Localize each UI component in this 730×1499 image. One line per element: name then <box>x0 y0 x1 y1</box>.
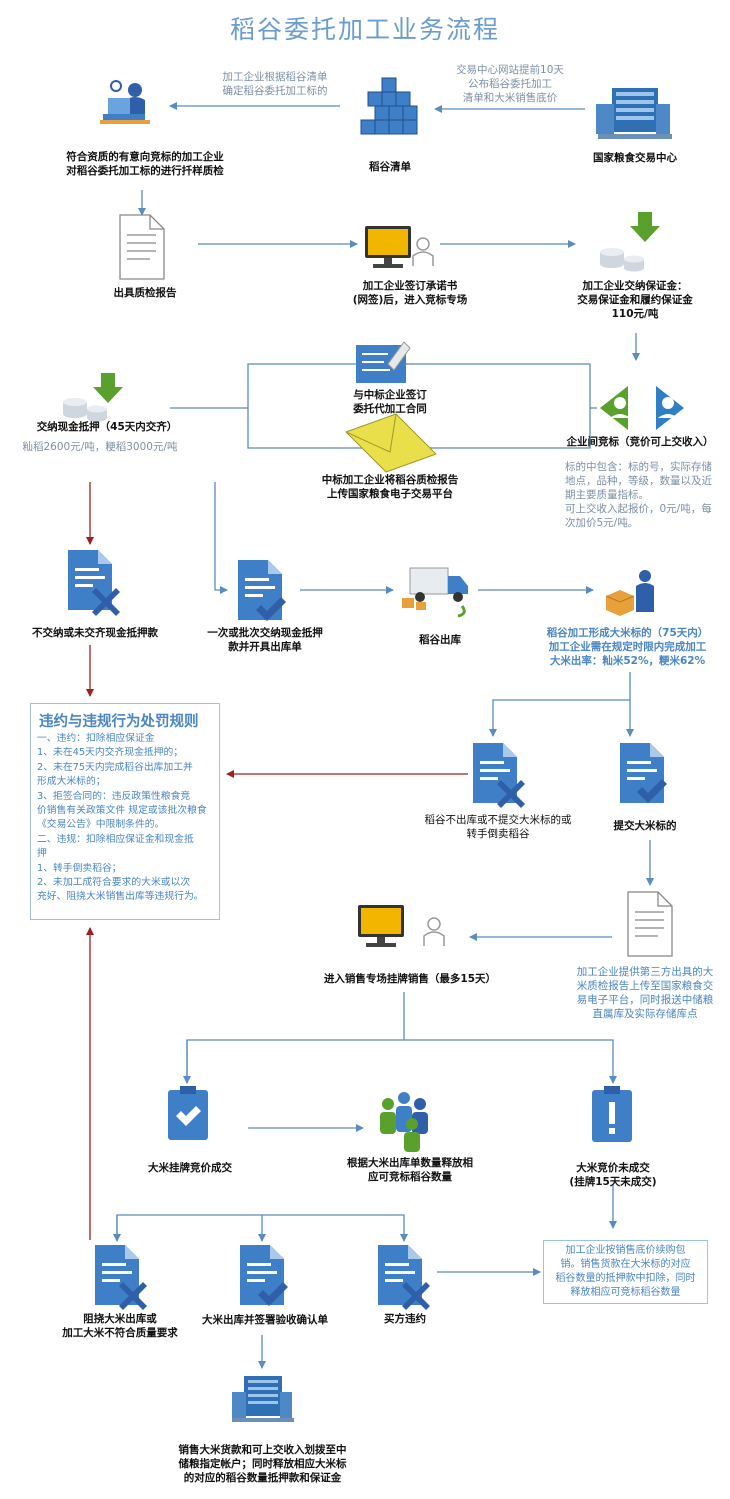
promise-label: 加工企业签订承诺书 (网签)后，进入竞标专场 <box>352 280 468 306</box>
confirm-label: 大米出库并签署验收确认单 <box>202 1314 328 1326</box>
sale-label: 进入销售专场挂牌销售（最多15天） <box>323 973 497 985</box>
nodeal-label: 大米竞价未成交 (挂牌15天未成交) <box>569 1162 657 1188</box>
final-building-icon <box>232 1376 294 1422</box>
penalty-rules-body: 一、违约：扣除相应保证金 1、未在45天内交齐现金抵押的； 2、未在75天内完成… <box>37 733 207 903</box>
deposit-coins-icon <box>600 212 660 272</box>
penalty-rules-box: 违约与违规行为处罚规则 一、违约：扣除相应保证金 1、未在45天内交齐现金抵押的… <box>30 703 220 920</box>
contract-label: 与中标企业签订 委托代加工合同 <box>353 389 427 415</box>
bidding-icon <box>600 386 684 430</box>
paid-label: 一次或批次交纳现金抵押 款并开具出库单 <box>207 627 323 653</box>
report-label: 出具质检报告 <box>113 287 177 299</box>
inspector-icon <box>100 80 150 124</box>
submit-label: 提交大米标的 <box>613 820 677 832</box>
upload-label: 中标加工企业将稻谷质检报告 上传国家粮食电子交易平台 <box>321 474 459 500</box>
sale-monitor-icon <box>358 905 445 947</box>
contract-icon <box>356 341 411 383</box>
bidding-label: 企业间竞标（竞价可上交收入） <box>566 436 714 448</box>
clipboard-check-icon <box>168 1086 208 1140</box>
grain-list-cubes-icon <box>360 77 418 135</box>
notsubmit-doc-icon <box>473 743 525 808</box>
cash-coins-icon <box>63 373 123 422</box>
third-party-report-icon <box>627 891 673 957</box>
buyerbreach-doc-icon <box>378 1245 430 1310</box>
confirm-doc-icon <box>240 1245 288 1306</box>
grain-center-building-icon <box>596 88 672 139</box>
page-title: 稻谷委托加工业务流程 <box>229 15 500 44</box>
obstruct-doc-icon <box>95 1245 147 1310</box>
online-signing-icon <box>365 226 434 268</box>
bid-note: 标的中包含：标的号，实际存储 地点，品种，等级，数量以及近 期主要质量指标。 可… <box>565 461 712 529</box>
deposit-label: 加工企业交纳保证金： 交易保证金和履约保证金 110元/吨 <box>577 280 693 320</box>
publish-note: 交易中心网站提前10天 公布稻谷委托加工 清单和大米销售底价 <box>456 64 564 104</box>
exclamation-icon <box>592 1086 632 1142</box>
buyback-note: 加工企业按销售底价续购包 销。销售货款在大米标的对应 稻谷数量的抵押款中扣除，同… <box>543 1240 708 1304</box>
nopay-label: 不交纳或未交齐现金抵押款 <box>32 627 158 639</box>
quality-report-icon <box>119 214 165 280</box>
cash-price: 籼稻2600元/吨，粳稻3000元/吨 <box>22 441 178 453</box>
paid-doc-icon <box>238 560 286 621</box>
envelope-icon <box>345 413 437 473</box>
truck-icon <box>402 567 468 618</box>
inspect-label: 符合资质的有意向竞标的加工企业 对稻谷委托加工标的进行扦样质检 <box>66 151 224 177</box>
people-group-icon <box>380 1092 428 1152</box>
list-label: 稻谷清单 <box>369 161 411 173</box>
out-label: 稻谷出库 <box>419 634 461 646</box>
cash-label: 交纳现金抵押（45天内交齐） <box>36 421 178 433</box>
penalty-rules-heading: 违约与违规行为处罚规则 <box>39 714 199 730</box>
submit-doc-icon <box>620 743 667 803</box>
final-label: 销售大米货款和可上交收入划拨至中 储粮指定帐户；同时释放相应大米标 的对应的稻谷… <box>178 1444 347 1484</box>
packing-worker-icon <box>605 570 654 616</box>
buyerbreach-label: 买方违约 <box>384 1313 426 1325</box>
select-note: 加工企业根据稻谷清单 确定稻谷委托加工标的 <box>222 71 328 97</box>
notsubmit-label: 稻谷不出库或不提交大米标的或 转手倒卖稻谷 <box>424 814 572 840</box>
third-party-label: 加工企业提供第三方出具的大 米质检报告上传至国家粮食交 易电子平台，同时报送中储… <box>576 966 714 1020</box>
process-label: 稻谷加工形成大米标的（75天内） 加工企业需在规定时限内完成加工 大米出率：籼米… <box>546 627 709 667</box>
center-label: 国家粮食交易中心 <box>593 152 677 164</box>
obstruct-label: 阻挠大米出库或 加工大米不符合质量要求 <box>62 1313 178 1339</box>
release-label: 根据大米出库单数量释放相 应可竞标稻谷数量 <box>347 1157 473 1183</box>
deal-label: 大米挂牌竞价成交 <box>148 1162 232 1174</box>
nopay-doc-icon <box>68 550 120 616</box>
